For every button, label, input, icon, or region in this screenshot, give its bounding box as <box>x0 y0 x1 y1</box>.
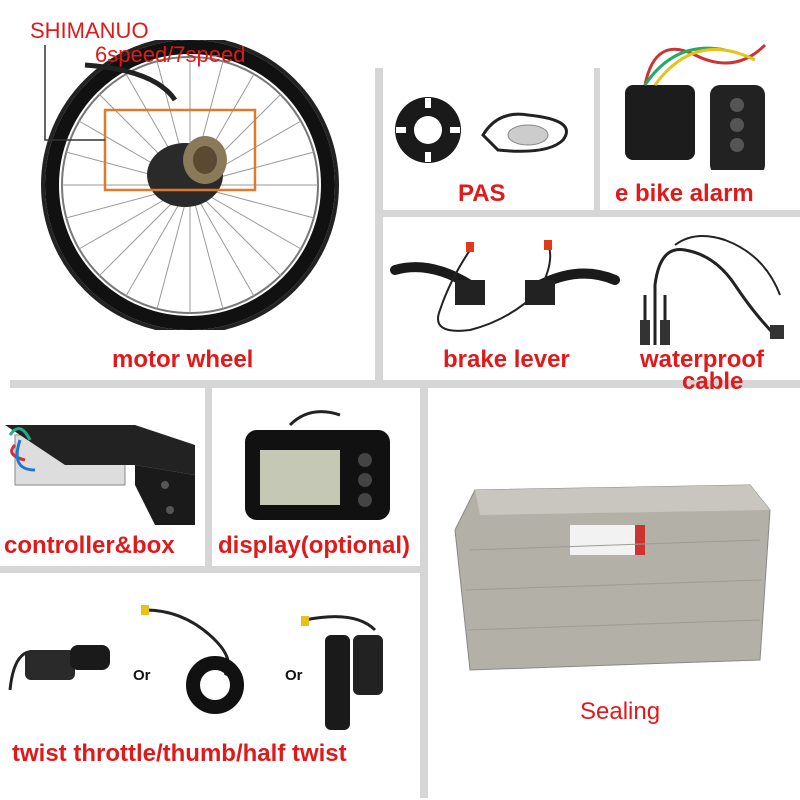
brand-label: SHIMANUO <box>30 18 149 43</box>
label-pas: PAS <box>458 180 506 207</box>
divider-h-row1 <box>10 380 800 388</box>
cable-image <box>640 235 784 345</box>
label-cable-1: waterproof <box>640 346 765 373</box>
motor-wheel-image <box>41 40 339 330</box>
display-image <box>245 410 390 520</box>
label-alarm: e bike alarm <box>615 180 754 207</box>
controller-image <box>5 425 195 525</box>
divider-h-mid-right <box>383 210 800 217</box>
highlight-box <box>103 108 257 192</box>
label-throttle: twist throttle/thumb/half twist <box>12 740 347 767</box>
divider-v-alarm <box>594 68 600 213</box>
label-brake: brake lever <box>443 346 570 373</box>
or-label-2: Or <box>285 667 303 684</box>
label-controller: controller&box <box>4 532 175 559</box>
label-display: display(optional) <box>218 532 410 559</box>
or-label-1: Or <box>133 667 151 684</box>
brake-lever-image <box>390 240 620 332</box>
alarm-image <box>625 43 767 170</box>
divider-v-top <box>375 68 383 388</box>
sealing-package-image <box>454 484 771 671</box>
label-sealing: Sealing <box>580 698 661 725</box>
pas-sensor-image <box>395 97 568 163</box>
throttle-image <box>8 605 383 730</box>
divider-v-ctrl <box>205 388 212 566</box>
speed-note: 6speed/7speed <box>95 42 246 67</box>
divider-v-sealing <box>420 388 428 798</box>
divider-h-row2 <box>0 566 420 573</box>
label-motor-wheel: motor wheel <box>112 346 254 373</box>
label-cable-2: cable <box>682 368 744 395</box>
